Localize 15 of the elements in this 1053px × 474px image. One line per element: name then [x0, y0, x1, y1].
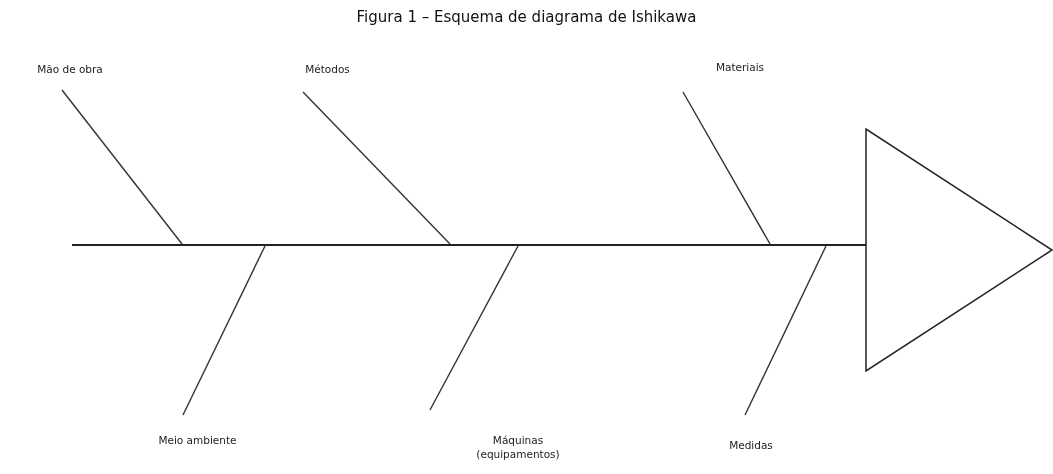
- bone-line: [429, 245, 519, 411]
- fish-head-triangle: [865, 128, 1053, 372]
- category-label: Métodos: [290, 62, 365, 76]
- category-label: Mão de obra: [30, 62, 110, 76]
- category-label: Meio ambiente: [150, 433, 245, 447]
- bone-line: [302, 91, 451, 245]
- spine-line: [72, 244, 866, 246]
- category-label: Materiais: [700, 60, 780, 74]
- bone-line: [682, 91, 771, 245]
- figure-title: Figura 1 – Esquema de diagrama de Ishikawa: [355, 8, 698, 26]
- bone-line: [182, 245, 266, 416]
- bone-line: [61, 89, 183, 245]
- category-label: Máquinas (equipamentos): [470, 433, 566, 461]
- bone-line: [744, 245, 827, 416]
- category-label: Medidas: [720, 438, 782, 452]
